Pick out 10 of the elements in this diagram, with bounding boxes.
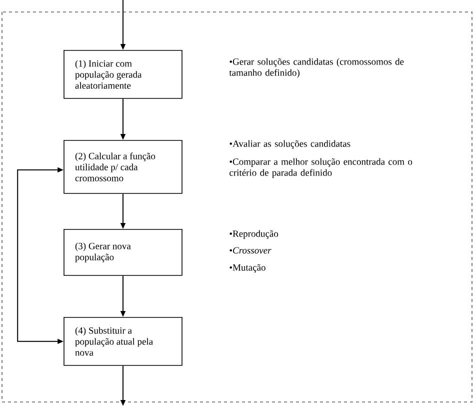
process-box: (1) Iniciar com população gerada aleatoriamente (64, 50, 182, 99)
process-box: (2) Calcular a função utilidade p/ cada cromossomo (64, 140, 182, 194)
bullet-text: •Gerar soluções candidatas (cromossomos de tamanho definido) (229, 58, 404, 78)
bullet-text: •Avaliar as soluções candidatas (230, 140, 350, 149)
bullet-text: •Crossover (230, 247, 272, 254)
bullet-text: •Reprodução (230, 230, 278, 239)
process-box: (4) Substituir a população atual pela nova (64, 317, 182, 366)
bullet-text: •Mutação (230, 264, 266, 273)
bullet-text: •Comparar a melhor solução encontrada com o critério de parada definido (230, 158, 412, 178)
process-box: (3) Gerar nova população (64, 229, 182, 276)
